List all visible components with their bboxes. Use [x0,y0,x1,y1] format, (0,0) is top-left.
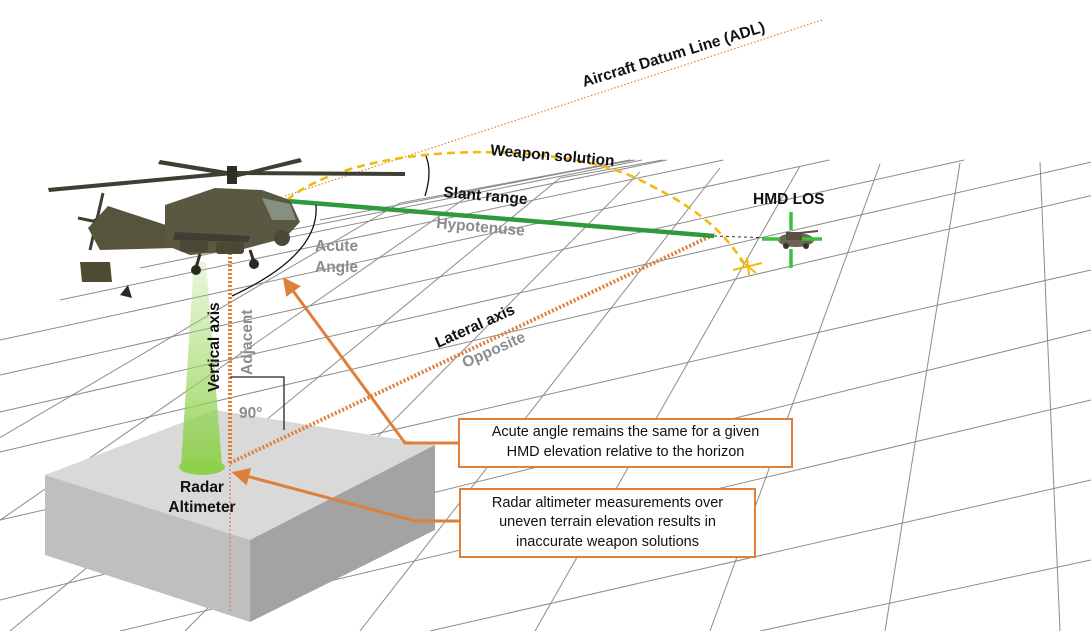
grid-line [0,195,1091,453]
callout-radar-line1: Radar altimeter measurements over [491,494,724,511]
right-angle-label: 90° [239,405,262,422]
lateral-axis-line [229,232,716,465]
terrain-block-front [45,475,250,622]
vertical-axis-label: Vertical axis [206,302,223,392]
terrain-block [45,410,435,622]
impact-marker [732,256,763,276]
acute-angle-label-line2: Angle [315,259,358,276]
callout-radar-arrow [231,468,459,523]
callout-radar-altimeter: Radar altimeter measurements over uneven… [459,488,756,558]
callout-radar-line2: uneven terrain elevation results in [499,514,716,531]
slant-range-line [286,198,715,239]
crosshair-icon [762,212,822,268]
grid-line [0,161,1091,413]
grid-line [59,159,724,301]
grid-line [229,159,643,243]
grid-line [1039,161,1061,631]
grid-line [359,167,721,631]
grid-line [0,202,401,439]
acute-angle-label-line1: Acute [315,238,358,255]
radar-altimeter-label-line1: Radar [180,479,224,496]
adjacent-label: Adjacent [239,310,256,375]
callout-acute-arrow [282,277,458,445]
aircraft-datum-line [284,19,823,197]
grid-line [0,159,965,376]
grid-line [429,479,1091,631]
grid-line [884,162,961,631]
hmd-los-label: HMD LOS [753,191,824,208]
adl-angle-arc [424,153,430,197]
radar-beam [181,262,222,466]
grid-line [559,159,663,179]
radar-footprint [179,459,225,475]
acute-angle-arc [231,204,317,297]
weapon-solution-trajectory [286,150,747,266]
grid-line [0,187,481,521]
helicopter-icon [48,158,405,298]
callout-acute-line1: Acute angle remains the same for a given [491,424,760,441]
callout-acute-angle: Acute angle remains the same for a given… [458,418,793,468]
terrain-block-side [250,445,435,622]
radar-altimeter-label-line2: Altimeter [168,499,235,516]
weapon-solution-label: Weapon solution [490,142,616,170]
grid-line [0,159,830,341]
right-angle-marker [230,376,285,430]
callout-acute-line2: HMD elevation relative to the horizon [506,444,745,460]
grid-line [759,559,1091,631]
grid-line [479,159,635,189]
callout-radar-line3: inaccurate weapon solutions [516,533,699,550]
adl-label: Aircraft Datum Line (ADL) [580,19,767,91]
target-vehicle [778,230,819,249]
